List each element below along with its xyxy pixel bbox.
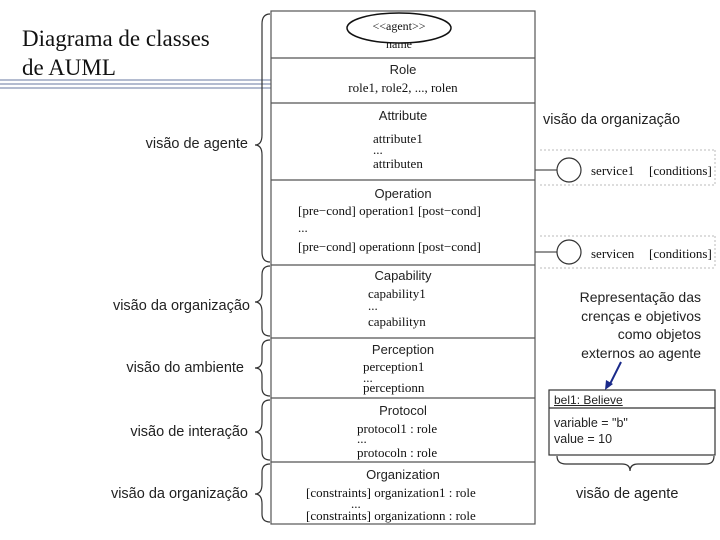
- brace-agent-view: [254, 13, 271, 263]
- servicen-interface-icon: [556, 239, 582, 265]
- agent-highlight-ellipse: [346, 12, 452, 44]
- brace-organization-view: [254, 265, 271, 337]
- organization-ellipsis: ...: [351, 496, 361, 511]
- brace-organization-view-2: [254, 463, 271, 523]
- organization-first: [constraints] organization1 : role: [306, 485, 476, 500]
- organization-last: [constraints] organizationn : role: [306, 508, 476, 523]
- belief-arrow-line: [608, 361, 622, 387]
- slide-title: Diagrama de classes de AUML: [22, 26, 210, 80]
- perception-first: perception1: [363, 359, 425, 374]
- servicen-conditions: [conditions]: [649, 246, 712, 261]
- perception-last: perceptionn: [363, 380, 425, 395]
- service1-conditions: [conditions]: [649, 163, 712, 178]
- operation-header: Operation: [374, 186, 432, 201]
- class-box: [270, 10, 536, 525]
- label-agent-view: visão de agente: [145, 136, 248, 152]
- service1-name: service1: [591, 163, 635, 178]
- service1-frame: [540, 149, 716, 186]
- capability-first: capability1: [368, 286, 426, 301]
- attribute-first: attribute1: [373, 131, 423, 146]
- brace-interaction-view: [254, 399, 271, 461]
- service1-interface-icon: [556, 157, 582, 183]
- capability-last: capabilityn: [368, 314, 426, 329]
- belief-note: Representação das crenças e objetivos co…: [579, 289, 701, 361]
- capability-header: Capability: [374, 268, 432, 283]
- protocol-last: protocoln : role: [357, 445, 438, 460]
- attribute-ellipsis: ...: [373, 142, 383, 157]
- role-list: role1, role2, ..., rolen: [348, 80, 458, 95]
- operation-first: [pre−cond] operation1 [post−cond]: [298, 203, 481, 218]
- belief-object-header: bel1: Believe: [554, 393, 623, 407]
- attribute-last: attributen: [373, 156, 423, 171]
- organization-header: Organization: [366, 467, 440, 482]
- label-environment-view: visão do ambiente: [126, 360, 244, 376]
- protocol-header: Protocol: [379, 403, 427, 418]
- servicen-frame: [540, 235, 716, 269]
- perception-ellipsis: ...: [363, 370, 373, 385]
- belief-arrow-head: [605, 380, 613, 390]
- belief-variable: variable = "b": [554, 416, 628, 430]
- attribute-header: Attribute: [378, 108, 428, 123]
- label-interaction-view: visão de interação: [130, 424, 248, 440]
- label-organization-view-2: visão da organização: [110, 486, 248, 502]
- protocol-ellipsis: ...: [357, 431, 367, 446]
- belief-value: value = 10: [554, 432, 613, 446]
- agent-stereotype: <<agent>>: [372, 19, 426, 33]
- brace-belief-agent-view: [556, 455, 715, 472]
- belief-box: [548, 389, 716, 456]
- perception-header: Perception: [371, 342, 435, 357]
- agent-name: name: [386, 37, 412, 51]
- label-belief-agent-view: visão de agente: [576, 486, 679, 502]
- role-header: Role: [389, 62, 417, 77]
- capability-ellipsis: ...: [368, 298, 378, 313]
- brace-environment-view: [254, 339, 271, 397]
- operation-last: [pre−cond] operationn [post−cond]: [298, 239, 481, 254]
- label-services-organization-view: visão da organização: [543, 112, 681, 128]
- label-organization-view: visão da organização: [112, 298, 250, 314]
- protocol-first: protocol1 : role: [357, 421, 438, 436]
- servicen-name: servicen: [591, 246, 635, 261]
- operation-ellipsis: ...: [298, 220, 308, 235]
